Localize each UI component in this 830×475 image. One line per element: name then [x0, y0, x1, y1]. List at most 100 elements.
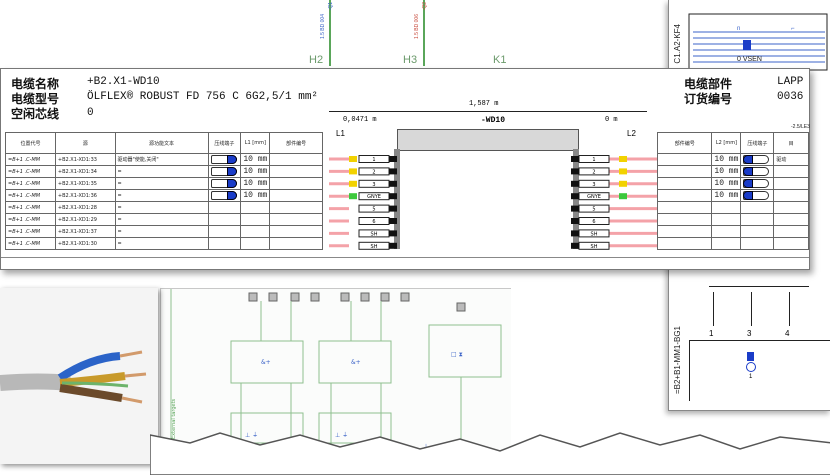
- ferrule-icon: [210, 155, 237, 164]
- row-source: +B2.X1-XD1:36: [54, 189, 116, 202]
- wire-number-right: SH: [591, 244, 598, 250]
- cable-diagram-sheet: 电缆名称 +B2.X1-WD10 电缆型号 ÖLFLEX® ROBUST FD …: [0, 68, 810, 270]
- l1-label: L1: [336, 129, 345, 138]
- row-r-part: [656, 165, 713, 178]
- row-part: [269, 189, 323, 202]
- wire-number-left: SH: [371, 244, 378, 250]
- wire-label-2: 1.5 BD 004: [320, 14, 326, 40]
- row-source: +B2.X1-XD1:33: [54, 153, 116, 166]
- wire-number-right: 3: [592, 182, 595, 188]
- row-source-text: =: [114, 225, 209, 238]
- row-r-terminal: [740, 177, 775, 190]
- col-destination: 目: [773, 132, 809, 154]
- wire-end-right: [571, 180, 579, 187]
- wire-end-left: [389, 242, 397, 249]
- ferrule-icon: [743, 191, 770, 200]
- row-r-terminal: [740, 213, 775, 226]
- table-row: =B+1 .C-MM+B2.X1-XD1:29=: [5, 213, 323, 226]
- row-r-part: [656, 237, 713, 250]
- row-l2: 10 mm: [711, 153, 742, 166]
- col-l1: L1 [mm]: [240, 132, 271, 154]
- svg-text:⊥ ⏚: ⊥ ⏚: [335, 432, 348, 439]
- wire-number-right: 6: [592, 219, 595, 225]
- col-r-terminal: 压线端子: [740, 132, 775, 154]
- device-box: [689, 340, 830, 401]
- row-position: =B+1 .C-MM: [5, 153, 56, 166]
- sheet-divider: [1, 257, 809, 258]
- ferrule-icon: [743, 167, 770, 176]
- wire-end-left: [389, 156, 397, 162]
- ferrule-left: [349, 180, 357, 187]
- table-row: =B+1 .C-MM+B2.X1-XD1:34=10 mm: [5, 165, 323, 178]
- row-terminal: [207, 165, 242, 178]
- pin-number-3: 3: [747, 329, 752, 338]
- row-r-terminal: [740, 165, 775, 178]
- pin-number-1: 1: [709, 329, 714, 338]
- order-number-label: 订货编号: [684, 92, 733, 106]
- wire-end-left: [389, 230, 397, 237]
- ferrule-right: [619, 156, 627, 162]
- vsen-label: 0 VSEN: [737, 56, 762, 63]
- right-card-divider: [709, 286, 809, 287]
- table-row: [656, 237, 809, 250]
- row-source-text: =: [114, 165, 209, 178]
- spare-cores-value: 0: [87, 107, 94, 119]
- row-part: [269, 153, 323, 166]
- pin-number-4: 4: [785, 329, 790, 338]
- ferrule-icon: [210, 191, 237, 200]
- svg-text:⊥ ⏚: ⊥ ⏚: [245, 432, 258, 439]
- ferrule-left: [349, 193, 357, 200]
- row-terminal: [207, 237, 242, 250]
- row-l2: 10 mm: [711, 177, 742, 190]
- row-r-part: [656, 153, 713, 166]
- wire-label-3: -Q2: [422, 2, 428, 11]
- row-destination: [773, 213, 809, 226]
- row-position: =B+1 .C-MM: [5, 189, 56, 202]
- total-length-dimension: [329, 111, 647, 112]
- row-terminal: [207, 189, 242, 202]
- pin-line-1: [713, 292, 714, 326]
- wire-end-right: [571, 242, 579, 249]
- col-position: 位置代号: [5, 132, 56, 154]
- sensor-pin-label: 1: [749, 374, 753, 380]
- row-terminal: [207, 153, 242, 166]
- table-row: [656, 213, 809, 226]
- row-destination: [773, 237, 809, 250]
- row-terminal: [207, 177, 242, 190]
- wire-end-right: [571, 218, 579, 224]
- device-id-bottom: =B2+B1-MM1-BG1: [673, 326, 682, 395]
- wire-end-left: [389, 180, 397, 187]
- row-source-text: =: [114, 213, 209, 226]
- table-row: [656, 201, 809, 214]
- row-source-text: =: [114, 189, 209, 202]
- row-part: [269, 237, 323, 250]
- label-h3: H3: [403, 54, 418, 66]
- l2-label: L2: [627, 129, 636, 138]
- col-terminal: 压线端子: [207, 132, 242, 154]
- row-r-terminal: [740, 153, 775, 166]
- row-destination: [773, 177, 809, 190]
- row-position: =B+1 .C-MM: [5, 225, 56, 238]
- ferrule-icon: [743, 179, 770, 188]
- table-row: =B+1 .C-MM+B2.X1-XD1:36= 10 mm: [5, 189, 323, 202]
- row-l1: 10 mm: [240, 189, 271, 202]
- row-part: [269, 177, 323, 190]
- pin-line-4: [789, 292, 790, 326]
- row-source-text: 驱动器"使能,关闭": [114, 153, 209, 166]
- cable-type-label: 电缆型号: [11, 92, 60, 106]
- row-source-text: =: [114, 177, 209, 190]
- svg-text:&+: &+: [261, 359, 271, 366]
- row-position: =B+1 .C-MM: [5, 201, 56, 214]
- left-length-label: 0,0471 m: [343, 116, 377, 124]
- total-length-label: 1,587 m: [469, 100, 499, 108]
- row-position: =B+1 .C-MM: [5, 165, 56, 178]
- wire-end-right: [571, 205, 579, 212]
- wire-end-left: [389, 193, 397, 200]
- wire-number-right: 5: [592, 207, 595, 213]
- row-r-part: [656, 225, 713, 238]
- row-position: =B+1 .C-MM: [5, 213, 56, 226]
- row-terminal: [207, 201, 242, 214]
